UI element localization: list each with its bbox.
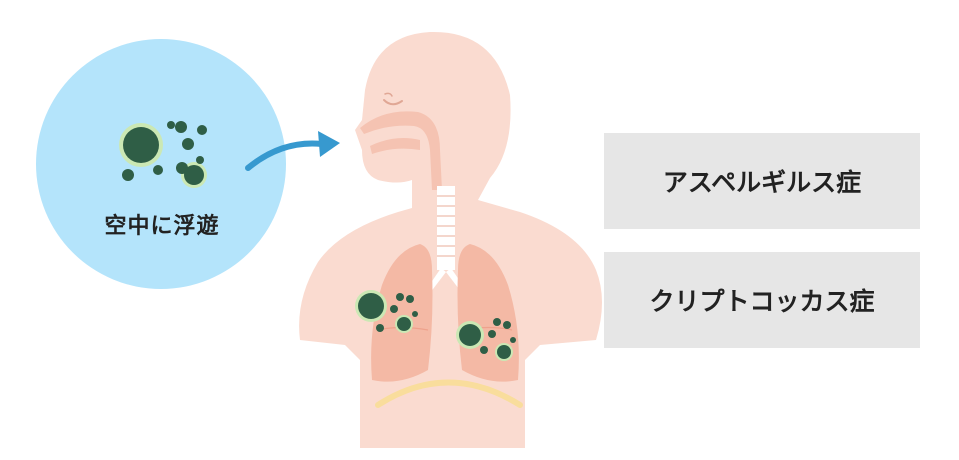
airborne-label: 空中に浮遊 [104,214,220,239]
oral-cavity [370,138,420,154]
spore [167,121,175,129]
lung-spores-left [355,290,418,333]
spore [396,293,404,301]
left-lung [371,244,433,382]
spore [122,169,134,181]
nasal-cavity [360,111,442,190]
spore [358,293,384,319]
spore [184,165,204,185]
human-body [299,31,602,448]
spore [182,138,194,150]
spore [412,311,418,317]
spore [397,317,411,331]
trachea-rings [437,195,455,257]
spore [175,121,187,133]
spore [503,321,511,329]
disease-aspergillosis: アスペルギルス症 [604,133,920,229]
spore [406,295,414,303]
spore [497,345,511,359]
spore [510,337,516,343]
spore [196,156,204,164]
spore [376,324,384,332]
inhalation-arrow [245,131,340,171]
spore [153,165,163,175]
disease-cryptococcosis: クリプトコッカス症 [604,252,920,348]
spore [459,324,481,346]
lung-spores-right [456,318,516,361]
spore [123,127,159,163]
trachea [437,186,455,270]
spore [480,346,488,354]
diaphragm [375,379,523,408]
spore [197,125,207,135]
spore [390,305,398,313]
closed-eye [383,99,403,106]
eyelash [384,92,393,97]
spore [488,330,496,338]
spore [176,162,188,174]
airborne-spores [119,121,207,188]
spore [493,318,501,326]
airborne-bubble [36,39,286,289]
